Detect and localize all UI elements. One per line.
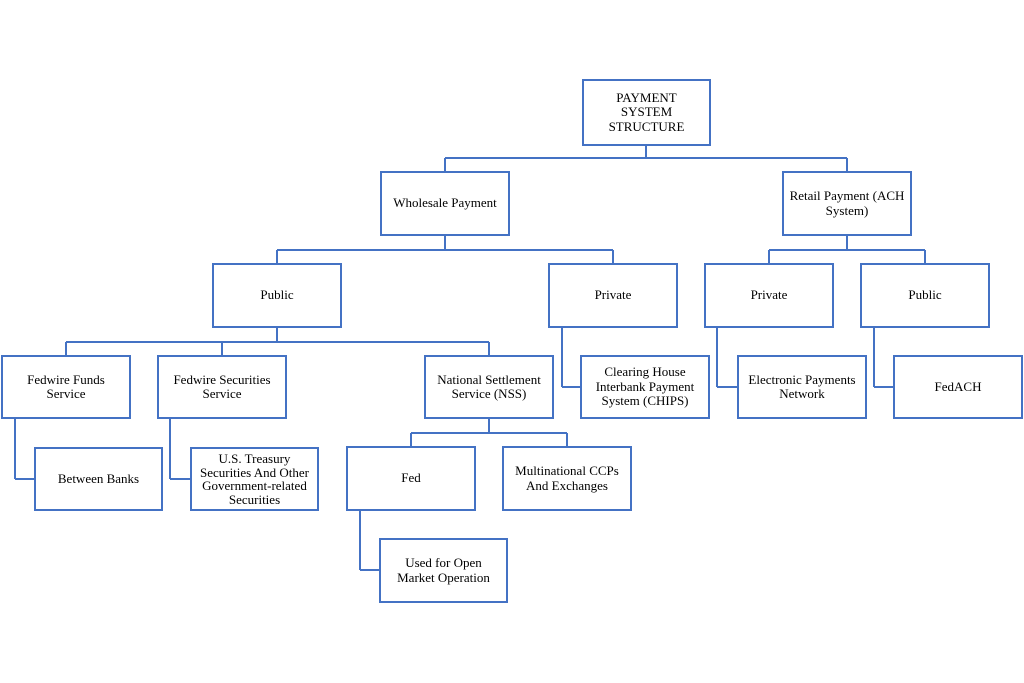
node-label: Private [594,287,632,303]
node-fedwire-funds-service: Fedwire Funds Service [1,355,131,419]
node-label: Retail Payment (ACH System) [789,188,905,218]
node-chips: Clearing House Interbank Payment System … [580,355,710,419]
node-retail-private: Private [704,263,834,328]
node-between-banks: Between Banks [34,447,163,511]
node-label: Public [260,287,294,303]
node-fed: Fed [346,446,476,511]
node-label: Between Banks [57,470,140,486]
node-wholesale-public: Public [212,263,342,328]
node-national-settlement-service: National Settlement Service (NSS) [424,355,554,419]
node-label: Multinational CCPs And Exchanges [515,463,619,493]
node-label: Electronic Payments Network [748,371,856,401]
node-wholesale-payment: Wholesale Payment [380,171,510,236]
node-label: Private [750,287,788,303]
node-label: Wholesale Payment [393,195,497,211]
node-label: Clearing House Interbank Payment System … [595,364,695,409]
node-label: Used for Open Market Operation [397,555,490,585]
node-fedwire-securities-service: Fedwire Securities Service [157,355,287,419]
node-label: PAYMENT SYSTEM STRUCTURE [608,89,685,134]
node-multinational-ccps: Multinational CCPs And Exchanges [502,446,632,511]
node-electronic-payments-network: Electronic Payments Network [737,355,867,419]
node-payment-system-structure: PAYMENT SYSTEM STRUCTURE [582,79,711,146]
node-label: Public [908,287,942,303]
node-label: Fedwire Funds Service [27,371,105,401]
node-retail-payment: Retail Payment (ACH System) [782,171,912,236]
node-fedach: FedACH [893,355,1023,419]
node-label: Fed [401,470,421,486]
node-label: U.S. Treasury Securities And Other Gover… [199,451,310,507]
node-wholesale-private: Private [548,263,678,328]
node-label: FedACH [934,378,982,394]
node-label: Fedwire Securities Service [173,371,271,401]
node-open-market-operation: Used for Open Market Operation [379,538,508,603]
node-retail-public: Public [860,263,990,328]
node-us-treasury-securities: U.S. Treasury Securities And Other Gover… [190,447,319,511]
node-label: National Settlement Service (NSS) [437,371,541,401]
